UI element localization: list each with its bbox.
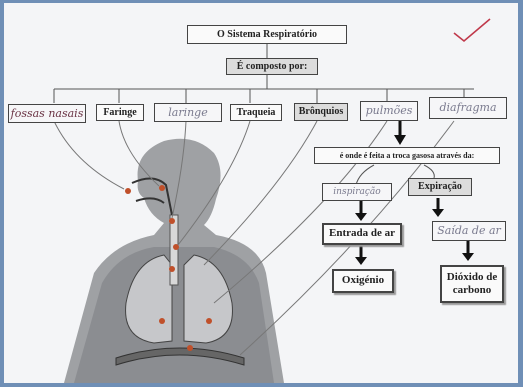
diagram-title: O Sistema Respiratório <box>187 25 347 44</box>
organ-faringe: Faringe <box>96 104 144 121</box>
oxigenio-box: Oxigénio <box>332 269 394 293</box>
organ-diafragma: diafragma <box>429 97 507 119</box>
expiracao-box: Expiração <box>408 178 472 196</box>
inspiracao-box: inspiração <box>322 183 392 201</box>
worksheet: O Sistema Respiratório É composto por: f… <box>4 3 518 383</box>
organ-fossas-nasais: fossas nasais <box>8 104 86 123</box>
composto-label: É composto por: <box>226 58 318 75</box>
dioxido-box: Dióxido de carbono <box>440 265 504 303</box>
check-mark-icon <box>452 17 492 43</box>
body-illustration <box>64 139 284 383</box>
saida-de-ar-box: Saída de ar <box>432 221 506 241</box>
organ-bronquios: Brônquios <box>294 103 348 121</box>
trocas-gasosas-label: é onde é feita a troca gasosa através da… <box>314 147 500 164</box>
organ-traqueia: Traqueia <box>230 104 282 121</box>
organ-laringe: laringe <box>154 103 222 122</box>
organ-pulmoes: pulmões <box>360 101 418 121</box>
entrada-de-ar-box: Entrada de ar <box>322 223 402 245</box>
